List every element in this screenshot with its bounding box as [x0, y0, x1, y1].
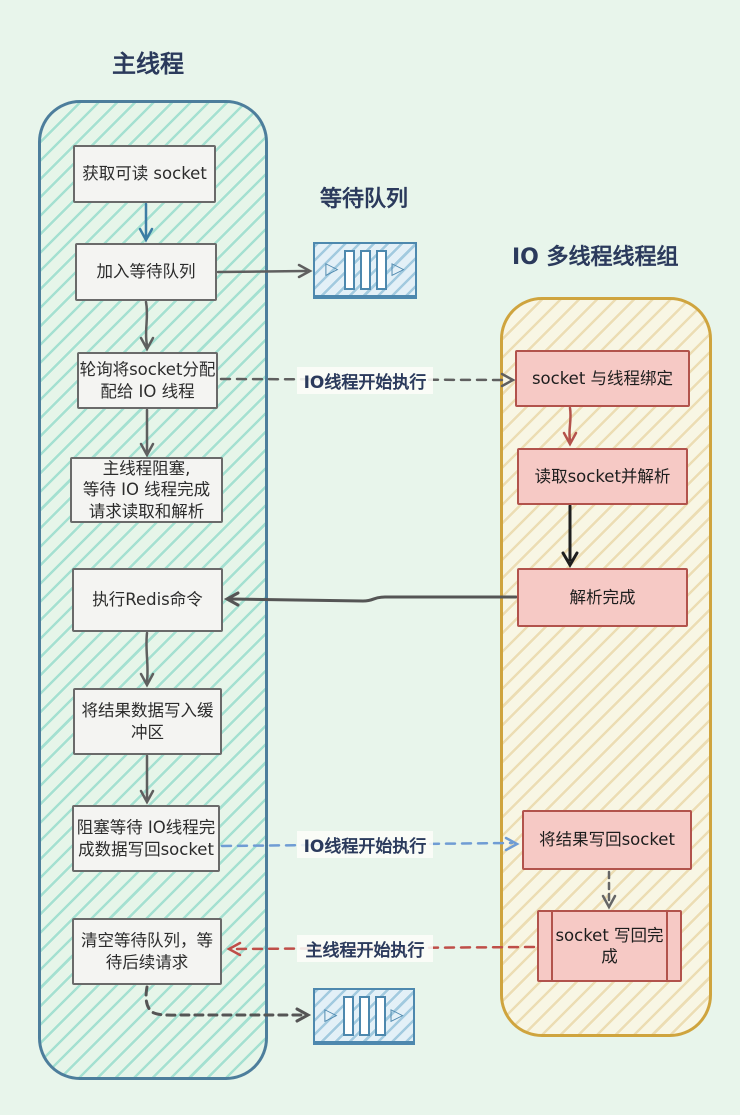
queue-bar [342, 995, 354, 1036]
arrow-done-to-exec [229, 595, 518, 603]
box-socket-writeback-done: socket 写回完 成 [537, 910, 682, 982]
wait-queue-title: 等待队列 [320, 187, 409, 212]
box-write-result-buffer: 将结果数据写入缓 冲区 [73, 688, 222, 755]
label-io-thread-start-2: IO线程开始执行 [297, 831, 433, 858]
queue-bar [375, 249, 387, 290]
triangle-icon: ▷ [325, 259, 339, 279]
io-group-title: IO 多线程线程组 [512, 245, 679, 270]
main-thread-title: 主线程 [112, 50, 184, 78]
box-join-wait-queue: 加入等待队列 [75, 243, 217, 301]
box-get-readable-socket: 获取可读 socket [73, 145, 216, 203]
box-parse-done: 解析完成 [517, 568, 688, 627]
box-main-thread-block-read: 主线程阻塞, 等待 IO 线程完成 请求读取和解析 [70, 457, 223, 523]
wait-queue-icon-top: ▷ ▷ [313, 242, 417, 299]
label-main-thread-start: 主线程开始执行 [297, 935, 433, 962]
arrowhead [297, 263, 313, 279]
queue-bar [358, 995, 370, 1036]
triangle-icon: ▷ [390, 1005, 404, 1025]
label-io-thread-start-1: IO线程开始执行 [297, 367, 433, 394]
box-label: socket 写回完 成 [555, 925, 664, 966]
triangle-icon: ▷ [324, 1005, 338, 1025]
arrowhead [295, 1007, 312, 1023]
queue-bar [359, 249, 371, 290]
box-block-wait-writeback: 阻塞等待 IO线程完 成数据写回socket [72, 805, 220, 872]
queue-bar [343, 249, 355, 290]
queue-bar [374, 995, 386, 1036]
box-socket-thread-bind: socket 与线程绑定 [515, 350, 690, 407]
box-exec-redis-command: 执行Redis命令 [72, 568, 223, 632]
box-poll-assign-socket: 轮询将socket分配 配给 IO 线程 [77, 352, 218, 409]
box-read-socket-parse: 读取socket并解析 [517, 448, 688, 505]
triangle-icon: ▷ [391, 259, 405, 279]
box-clear-wait-queue: 清空等待队列，等 待后续请求 [72, 918, 222, 985]
left-inner-bar [551, 912, 553, 980]
box-write-result-socket: 将结果写回socket [522, 810, 692, 870]
right-inner-bar [666, 912, 668, 980]
wait-queue-icon-bottom: ▷ ▷ [313, 988, 415, 1045]
